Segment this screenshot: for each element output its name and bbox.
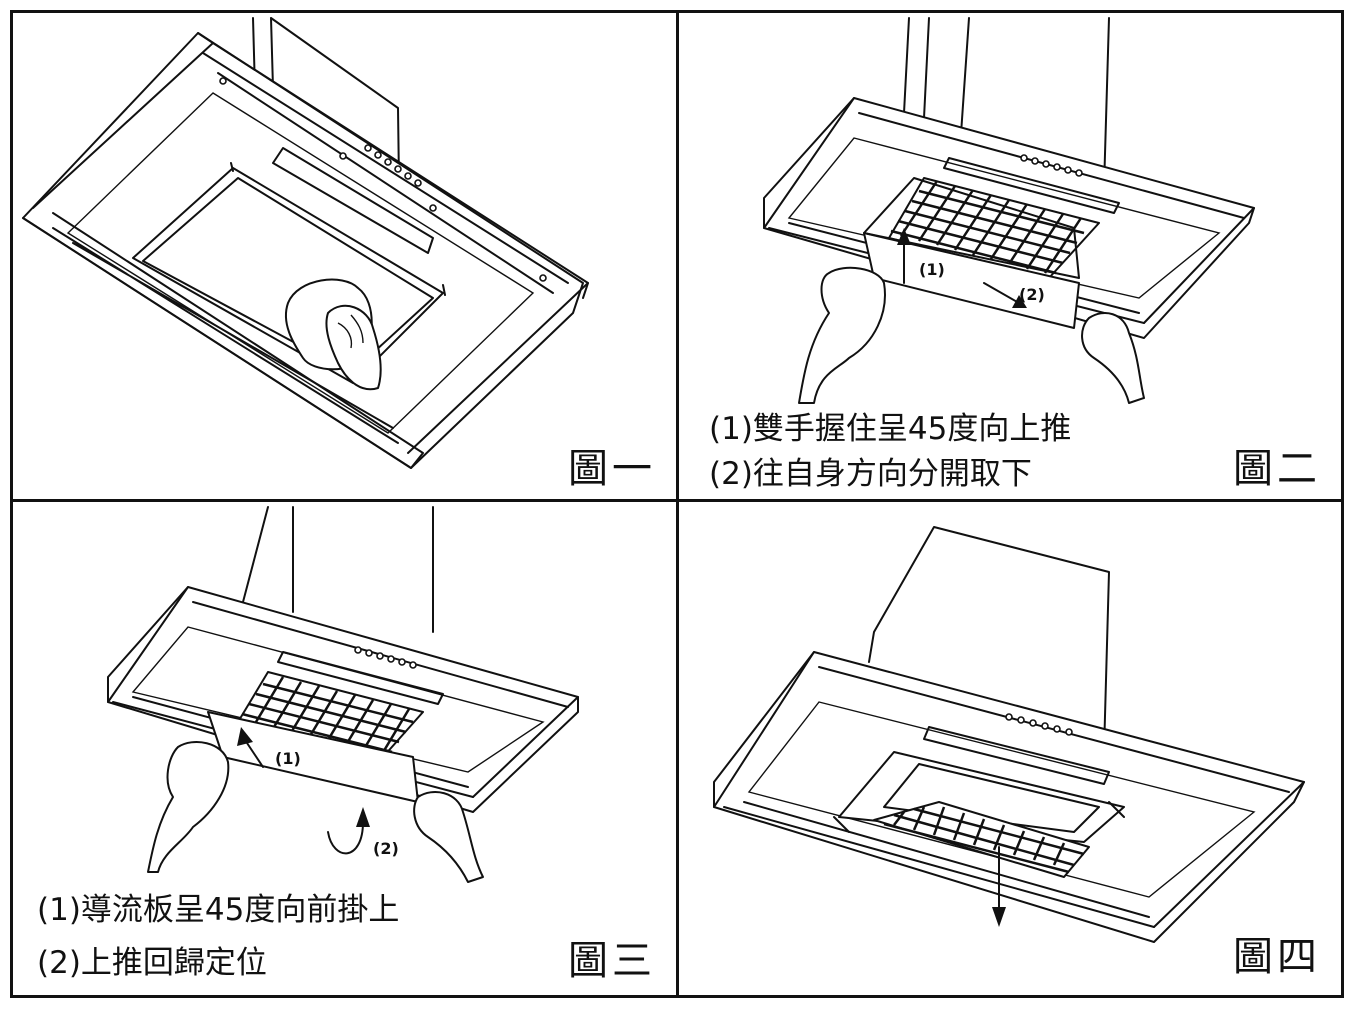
vertical-divider <box>676 10 679 998</box>
figure-4-panel: 圖四 <box>679 502 1341 995</box>
step-2-text: (2)往自身方向分開取下 <box>709 456 1032 492</box>
range-hood-icon: (1) (2) <box>763 17 1255 404</box>
figure-3-label: 圖三 <box>568 938 656 984</box>
callout-2: (2) <box>1019 285 1045 304</box>
step-1-text: (1)雙手握住呈45度向上推 <box>709 411 1072 447</box>
callout-2: (2) <box>373 839 399 858</box>
figure-1-panel: 圖一 <box>13 13 676 499</box>
callout-1: (1) <box>275 749 301 768</box>
hand-icon <box>325 304 382 391</box>
figure-1-label: 圖一 <box>568 446 656 492</box>
callout-1: (1) <box>919 260 945 279</box>
figure-4-label: 圖四 <box>1233 934 1321 980</box>
figure-2-label: 圖二 <box>1233 446 1321 492</box>
hand-icon <box>798 266 886 404</box>
horizontal-divider <box>10 499 1344 502</box>
hand-icon <box>413 791 484 883</box>
range-hood-icon <box>22 17 589 469</box>
range-hood-icon: (1) (2) <box>107 506 579 883</box>
grease-filter-icon <box>873 801 1090 878</box>
hand-icon <box>147 741 230 873</box>
step-1-text: (1)導流板呈45度向前掛上 <box>37 892 400 928</box>
range-hood-icon <box>713 526 1305 943</box>
figure-3-panel: (1) (2) (1)導流板呈45度向前掛上 (2)上推回歸定位 圖三 <box>13 502 676 995</box>
grease-filter-icon <box>888 177 1100 279</box>
figure-2-panel: (1) (2) (1)雙手握住呈45度向上推 (2)往自身方向分開取下 圖二 <box>679 13 1341 499</box>
hand-icon <box>1081 312 1145 404</box>
step-2-text: (2)上推回歸定位 <box>37 945 267 981</box>
